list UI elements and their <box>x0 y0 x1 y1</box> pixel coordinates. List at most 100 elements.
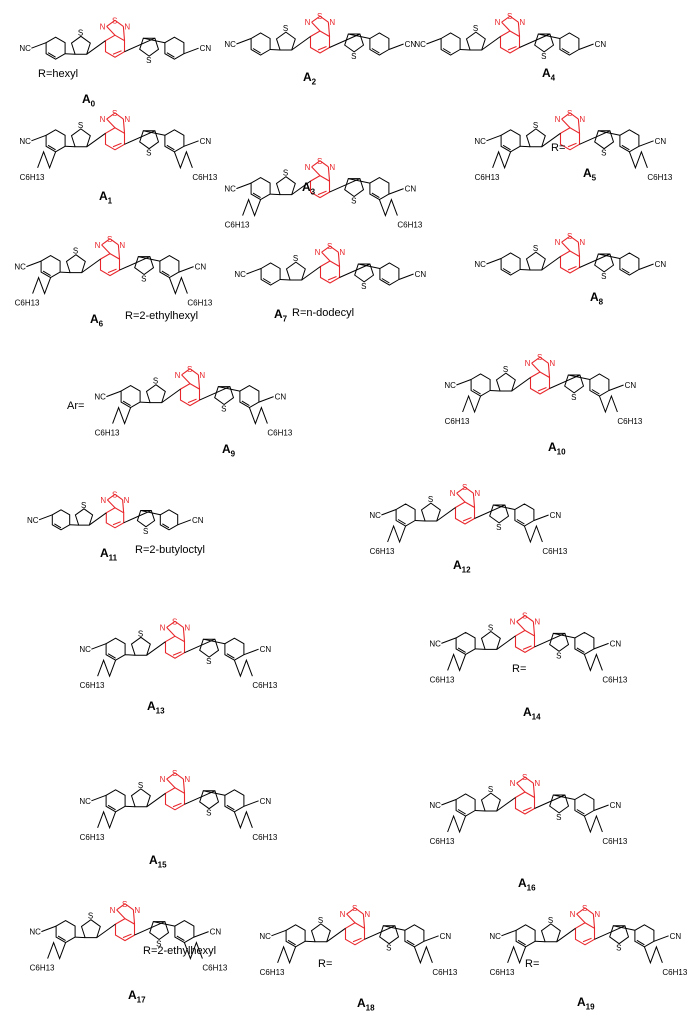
label-letter: A <box>128 988 137 1002</box>
double-bond <box>252 192 261 199</box>
thiophene-ring <box>134 256 155 276</box>
bond <box>183 140 199 147</box>
atom-c6h13: C6H13 <box>187 299 212 308</box>
atom-c6h13: C6H13 <box>430 837 455 846</box>
double-bond <box>112 50 122 55</box>
atom-cn: CN <box>415 270 427 279</box>
atom-c6h13: C6H13 <box>80 681 105 690</box>
benzene-ring <box>455 793 476 817</box>
bond <box>106 19 116 27</box>
atom-nc: NC <box>444 381 456 390</box>
atom-s: S <box>293 254 298 263</box>
atom-s: S <box>601 149 606 158</box>
atom-n: N <box>184 775 190 784</box>
atom-n: N <box>495 18 501 27</box>
double-bond <box>621 144 630 151</box>
atom-n: N <box>329 18 335 27</box>
atom-n: N <box>175 371 181 380</box>
atom-n: N <box>100 22 106 31</box>
double-bond <box>591 389 600 395</box>
atom-s: S <box>533 121 538 130</box>
atom-n: N <box>594 910 600 919</box>
bond <box>568 374 590 380</box>
double-bond <box>241 400 250 407</box>
compound-label: A8 <box>590 290 603 306</box>
thiophene-ring <box>540 923 561 943</box>
double-bond <box>166 144 175 151</box>
alkyl-chain <box>492 150 512 170</box>
label-letter: A <box>147 699 156 713</box>
compound-label: A12 <box>453 558 471 574</box>
bond <box>116 903 126 911</box>
double-bond <box>226 653 235 659</box>
bond <box>301 266 321 281</box>
benzene-ring <box>589 373 610 397</box>
compound-label: A14 <box>523 705 541 721</box>
bond <box>561 118 571 129</box>
bond <box>598 130 620 136</box>
substituent-note: R=2-ethylhexyl <box>143 945 217 957</box>
atom-n: N <box>555 115 561 124</box>
bond <box>608 384 624 391</box>
atom-nc: NC <box>14 263 26 272</box>
atom-n: N <box>450 489 456 498</box>
compound-label: A1 <box>99 189 112 205</box>
atom-n: N <box>329 163 335 172</box>
label-letter: A <box>274 307 283 321</box>
bond <box>541 256 561 271</box>
alkyl-chain <box>447 652 467 672</box>
atom-n: N <box>579 238 585 247</box>
bond <box>490 390 501 392</box>
thiophene-ring <box>609 925 630 945</box>
substituent-note: R=2-butyloctyl <box>135 544 206 556</box>
compound-label: A18 <box>357 996 375 1012</box>
label-subscript: 17 <box>136 995 146 1005</box>
label-letter: A <box>303 70 312 84</box>
atom-s: S <box>503 365 508 374</box>
bond <box>123 510 152 524</box>
label-letter: A <box>149 853 158 867</box>
atom-c6h13: C6H13 <box>432 968 457 977</box>
atom-n: N <box>134 906 140 915</box>
double-bond <box>47 52 56 58</box>
double-bond <box>567 142 577 148</box>
compound-label: A13 <box>147 699 165 715</box>
alkyl-chain <box>507 945 527 965</box>
benzene-ring <box>45 129 66 153</box>
atom-nc: NC <box>474 137 486 146</box>
bond <box>280 279 291 281</box>
atom-c6h13: C6H13 <box>20 173 45 182</box>
atom-nc: NC <box>474 260 486 269</box>
bond <box>496 635 516 650</box>
atom-c6h13: C6H13 <box>252 833 277 842</box>
atom-n: N <box>510 779 516 788</box>
bond <box>86 40 106 55</box>
thiophene-ring <box>480 630 501 650</box>
atom-nc: NC <box>429 801 441 810</box>
atom-c6h13: C6H13 <box>602 837 627 846</box>
thiophene-ring <box>465 31 486 51</box>
bond <box>578 43 594 50</box>
thiophene-ring <box>344 33 365 53</box>
bond <box>579 253 611 268</box>
label-letter: A <box>583 166 592 180</box>
alkyl-chain <box>598 394 618 414</box>
atom-n: N <box>525 359 531 368</box>
compound-label: A2 <box>303 70 316 86</box>
thiophene-ring <box>525 128 546 148</box>
atom-c6h13: C6H13 <box>475 173 500 182</box>
bond <box>577 242 581 257</box>
benzene-ring <box>250 177 271 201</box>
label-letter: A <box>357 996 366 1010</box>
bond <box>291 36 311 51</box>
bond <box>337 252 341 267</box>
